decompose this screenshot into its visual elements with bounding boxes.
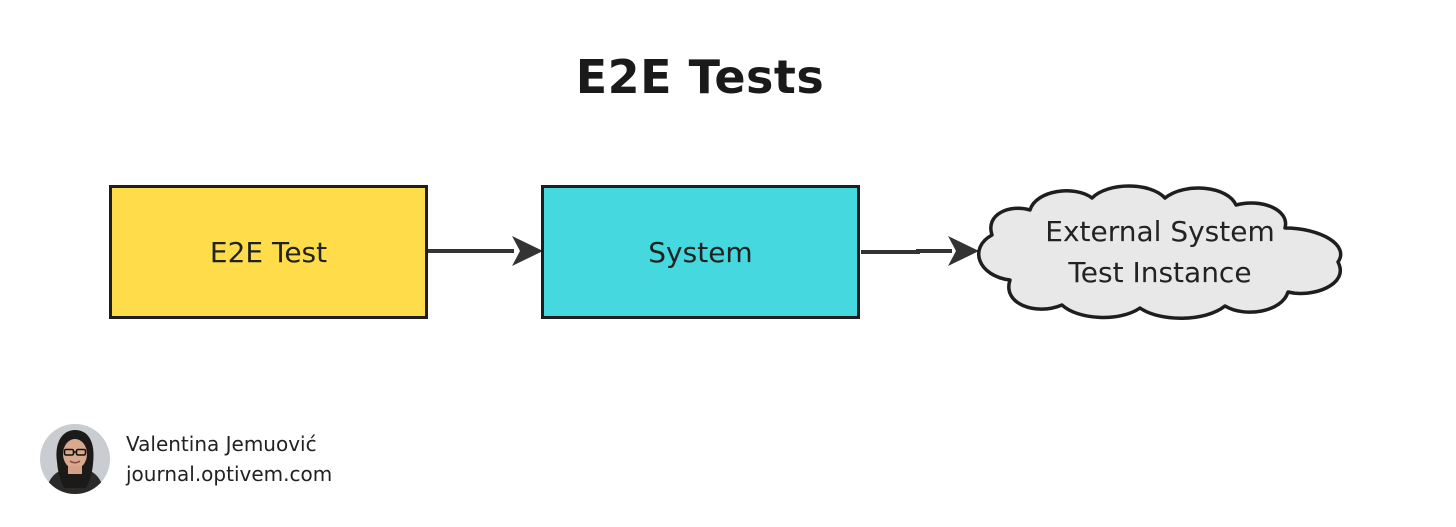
node-e2e-test-label: E2E Test <box>209 235 328 269</box>
node-external-system-cloud <box>977 184 1343 320</box>
node-external-system-label: External System Test Instance <box>1010 210 1310 294</box>
edge-system-to-external-system <box>861 236 979 266</box>
node-system-label: System <box>648 235 753 269</box>
author-block: Valentina Jemuović journal.optivem.com <box>40 424 332 494</box>
arrowhead-icon <box>512 236 543 266</box>
avatar <box>40 424 110 494</box>
external-system-label-line2: Test Instance <box>1068 256 1252 289</box>
arrowhead-icon <box>948 236 979 266</box>
author-site-link[interactable]: journal.optivem.com <box>126 462 333 486</box>
external-system-label-line1: External System <box>1045 215 1275 248</box>
author-name: Valentina Jemuović <box>126 432 317 456</box>
node-system <box>541 185 860 319</box>
diagram-title: E2E Tests <box>575 50 825 104</box>
author-text: Valentina Jemuović journal.optivem.com <box>126 429 332 489</box>
edge-e2e-test-to-system <box>428 236 543 266</box>
node-e2e-test <box>109 185 428 319</box>
